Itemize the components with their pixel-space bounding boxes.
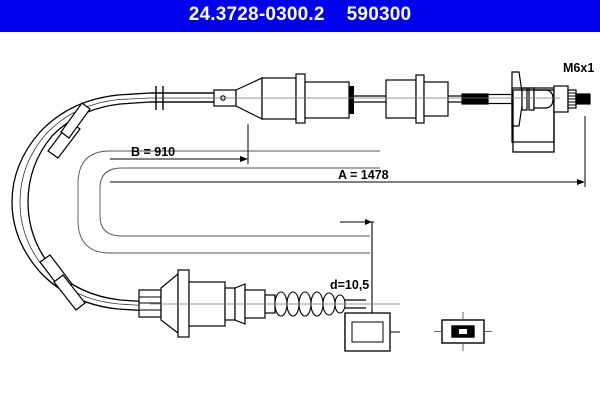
clutch-cable-drawing: M6x1 B = 910 A = 1478 — [11, 61, 594, 352]
upper-mounting-bracket — [512, 89, 555, 153]
dimension-b-label: B = 910 — [131, 145, 175, 159]
thread-spec-label: M6x1 — [563, 61, 594, 75]
technical-drawing-canvas: M6x1 B = 910 A = 1478 — [0, 32, 600, 400]
dimension-loop-guides — [77, 150, 380, 254]
cable-clamp-upper — [47, 102, 91, 159]
dimension-b — [110, 124, 249, 164]
part-number-label: 24.3728-0300.2 — [188, 4, 325, 25]
center-lines — [150, 97, 560, 305]
retainer-clip — [434, 312, 492, 351]
dimension-a — [110, 116, 586, 187]
cable-clamp-lower — [39, 254, 86, 311]
dimension-d — [340, 219, 374, 314]
dimension-a-label: A = 1478 — [338, 168, 389, 182]
reference-number-label: 590300 — [346, 4, 412, 25]
title-group: 24.3728-0300.2 590300 — [189, 4, 412, 26]
title-bar: 24.3728-0300.2 590300 — [0, 0, 600, 32]
upper-cable-assembly — [150, 71, 562, 143]
lower-end-block — [344, 312, 400, 352]
thread-end-fitting — [553, 85, 591, 113]
dimension-d-label: d=10,5 — [330, 278, 369, 292]
